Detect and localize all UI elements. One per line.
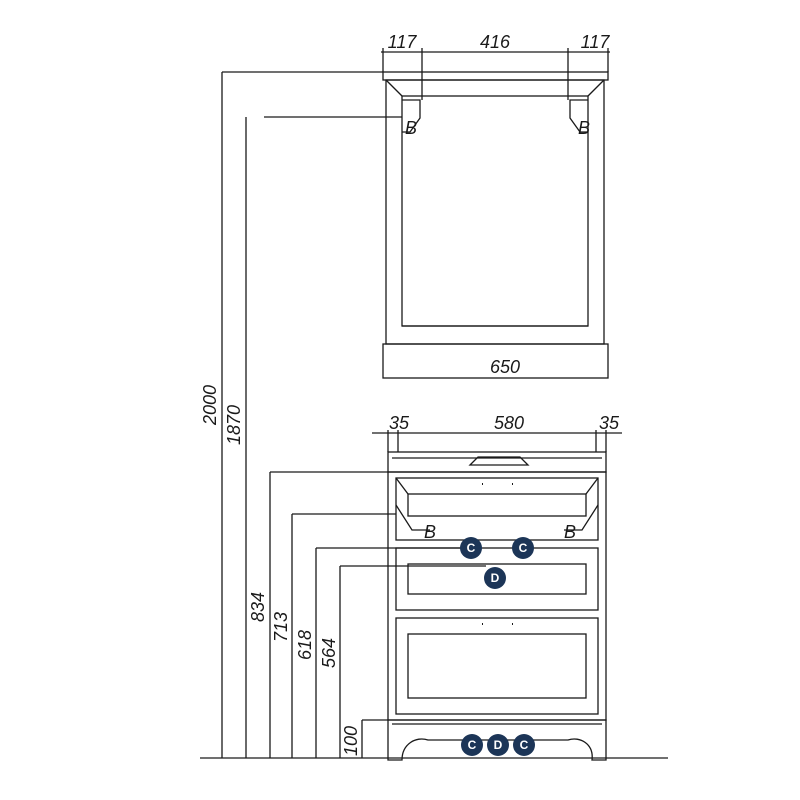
drain-badge-lower: D (487, 734, 509, 756)
mirror-width-labels: 117 416 117 650 (388, 32, 611, 377)
vanity-cabinet (387, 451, 607, 761)
vanity-mount-letter-left: B (424, 522, 436, 542)
height-label-2000: 2000 (200, 385, 220, 426)
handle-dots (482, 483, 513, 625)
height-label-564: 564 (319, 638, 339, 668)
vanity-width-labels: 35 580 35 (389, 413, 620, 433)
height-label-1870: 1870 (224, 405, 244, 445)
height-dimension-lines (200, 71, 668, 759)
mirror-right-width-label: 117 (581, 32, 611, 52)
height-labels: 2000 1870 834 713 618 564 100 (200, 385, 361, 756)
mirror-cabinet (382, 71, 609, 379)
height-label-713: 713 (271, 612, 291, 642)
svg-text:C: C (520, 738, 529, 752)
mount-letters: B B B B (405, 118, 590, 542)
vanity-right-width-label: 35 (599, 413, 620, 433)
svg-text:D: D (491, 571, 500, 585)
height-label-618: 618 (295, 630, 315, 660)
svg-text:C: C (468, 738, 477, 752)
vanity-top-dimensions (372, 430, 622, 452)
mirror-top-dimensions (381, 48, 610, 100)
water-badge-upper-right: C (512, 537, 534, 559)
mirror-center-width-label: 416 (480, 32, 511, 52)
mirror-bottom-width-label: 650 (490, 357, 520, 377)
height-label-100: 100 (341, 726, 361, 756)
mirror-mount-letter-left: B (405, 118, 417, 138)
svg-text:C: C (467, 541, 476, 555)
connection-badges: C C D C D C (460, 537, 535, 756)
vanity-center-width-label: 580 (494, 413, 524, 433)
mirror-mount-letter-right: B (578, 118, 590, 138)
mirror-left-width-label: 117 (388, 32, 418, 52)
drain-badge-upper: D (484, 567, 506, 589)
svg-text:C: C (519, 541, 528, 555)
height-label-834: 834 (248, 592, 268, 622)
svg-text:D: D (494, 738, 503, 752)
vanity-left-width-label: 35 (389, 413, 410, 433)
vanity-mount-letter-right: B (564, 522, 576, 542)
water-badge-lower-right: C (513, 734, 535, 756)
water-badge-lower-left: C (461, 734, 483, 756)
water-badge-upper-left: C (460, 537, 482, 559)
